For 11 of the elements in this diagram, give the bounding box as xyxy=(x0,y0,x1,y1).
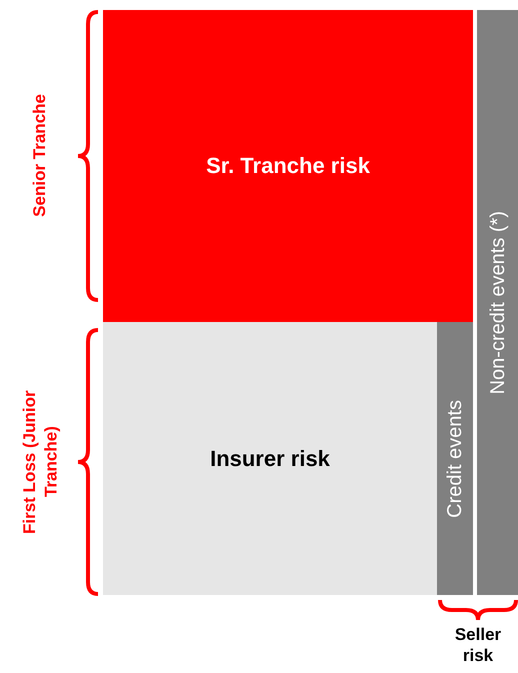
risk-bar xyxy=(437,322,473,595)
seller-label: Seller risk xyxy=(454,624,502,666)
tranche-label: Senior Tranche xyxy=(29,94,50,216)
tranche-label: First Loss (Junior Tranche) xyxy=(18,389,61,536)
block-label: Insurer risk xyxy=(209,444,331,472)
risk-block xyxy=(103,322,437,595)
risk-block xyxy=(103,10,473,322)
block-label: Credit events xyxy=(443,400,467,518)
block-label: Non-credit events (*) xyxy=(486,210,510,394)
risk-bar xyxy=(477,10,518,595)
block-label: Sr. Tranche risk xyxy=(205,152,371,180)
